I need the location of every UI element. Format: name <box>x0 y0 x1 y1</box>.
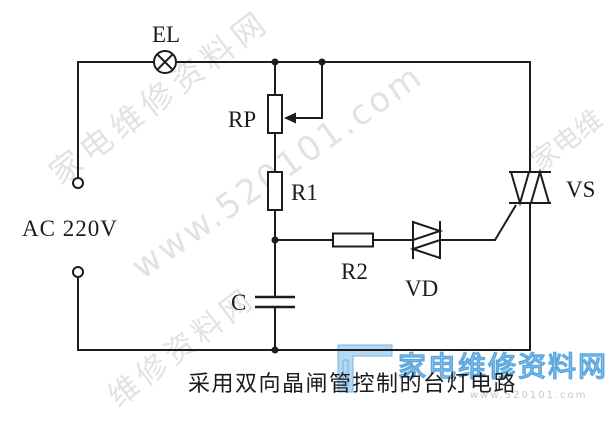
triac-vs <box>509 168 551 207</box>
label-vd: VD <box>405 276 438 301</box>
junction-dot <box>271 346 279 354</box>
lamp-el <box>153 50 177 74</box>
watermark-fragment-right: 家电维 <box>526 104 609 178</box>
junction-dot <box>271 58 279 66</box>
wiper-arrow-icon <box>284 112 296 124</box>
label-r2: R2 <box>341 259 368 284</box>
junction-dot <box>271 236 279 244</box>
label-c: C <box>231 290 246 315</box>
junction-dot <box>318 58 326 66</box>
triac-triangle-left <box>509 171 531 207</box>
lamp-cross-b <box>156 53 174 71</box>
potentiometer-rp <box>267 94 283 134</box>
wire-rp-wiper <box>295 62 323 119</box>
diac-vd <box>409 220 444 260</box>
figure-caption: 采用双向晶闸管控制的台灯电路 <box>188 371 517 396</box>
site-logo-icon <box>337 344 393 393</box>
wire-vd-gate <box>440 204 517 241</box>
resistor-r1 <box>267 171 283 211</box>
circuit <box>72 50 551 354</box>
wire-top-right <box>176 61 531 172</box>
resistor-r2 <box>332 232 374 248</box>
terminal-upper <box>72 177 84 189</box>
triac-triangle-right <box>529 168 551 204</box>
diac-triangle-upper <box>412 220 444 242</box>
label-r1: R1 <box>291 180 318 205</box>
site-logo: 家电维修资料网 www.520101.com <box>337 344 608 401</box>
label-vs: VS <box>566 177 595 202</box>
label-ac-source: AC 220V <box>22 216 118 241</box>
site-logo-url: www.520101.com <box>470 390 588 401</box>
diac-triangle-lower <box>409 238 441 260</box>
component-labels: EL AC 220V RP R1 R2 C VD VS <box>22 22 595 315</box>
label-rp: RP <box>228 107 256 132</box>
label-el: EL <box>152 22 180 47</box>
wire-bottom-loop <box>77 203 531 351</box>
capacitor-c <box>255 295 295 309</box>
wire-top-left <box>77 61 154 178</box>
site-logo-name: 家电维修资料网 <box>398 350 608 383</box>
terminal-lower <box>72 266 84 278</box>
